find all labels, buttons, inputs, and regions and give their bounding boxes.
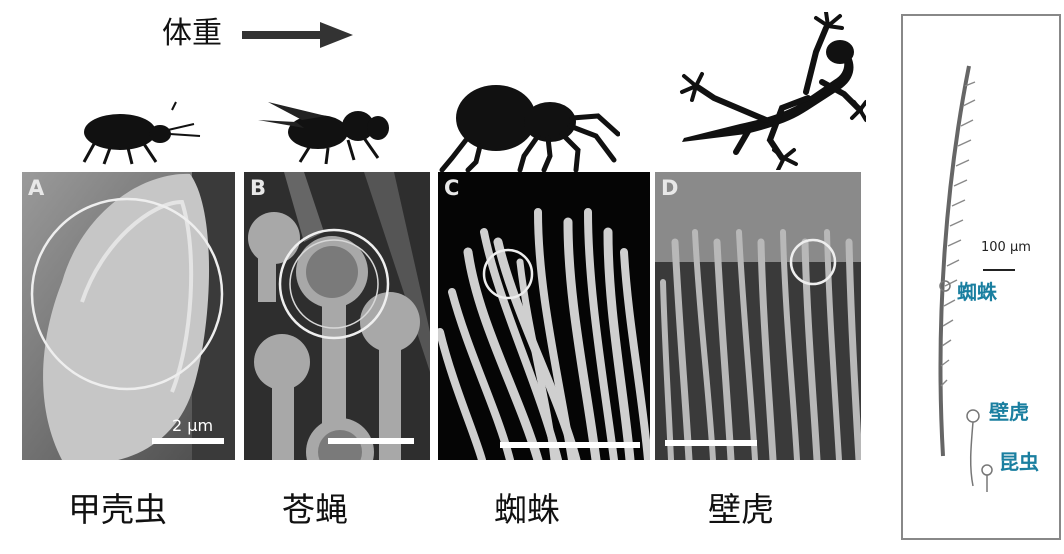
caption-beetle: 甲壳虫	[68, 490, 167, 530]
weight-label: 体重	[162, 16, 222, 52]
label-spider: 蜘蛛	[957, 276, 997, 305]
scale-bar-label: 2 µm	[172, 416, 213, 435]
label-gecko: 壁虎	[989, 396, 1029, 425]
micrograph-panel-b: B	[244, 172, 430, 460]
micrograph-panel-c: C	[438, 172, 650, 460]
caption-gecko: 壁虎	[708, 490, 774, 530]
panel-letter: C	[444, 176, 459, 200]
panel-letter: B	[250, 176, 266, 200]
label-insect: 昆虫	[999, 446, 1039, 475]
caption-fly: 苍蝇	[282, 490, 348, 530]
panel-letter: D	[661, 176, 678, 200]
caption-spider: 蜘蛛	[494, 490, 560, 530]
spider-silhouette	[438, 76, 620, 172]
panel-letter: A	[28, 176, 44, 200]
arrow-right-icon	[240, 20, 355, 50]
inset-scale-label: 100 µm	[981, 240, 1031, 255]
seta-size-inset: 100 µm 蜘蛛 壁虎 昆虫	[901, 14, 1061, 540]
beetle-silhouette	[72, 100, 202, 170]
gecko-silhouette	[666, 12, 866, 170]
micrograph-panel-a: A 2 µm	[22, 172, 235, 460]
fly-silhouette	[256, 92, 406, 168]
micrograph-panel-d: D	[655, 172, 861, 460]
